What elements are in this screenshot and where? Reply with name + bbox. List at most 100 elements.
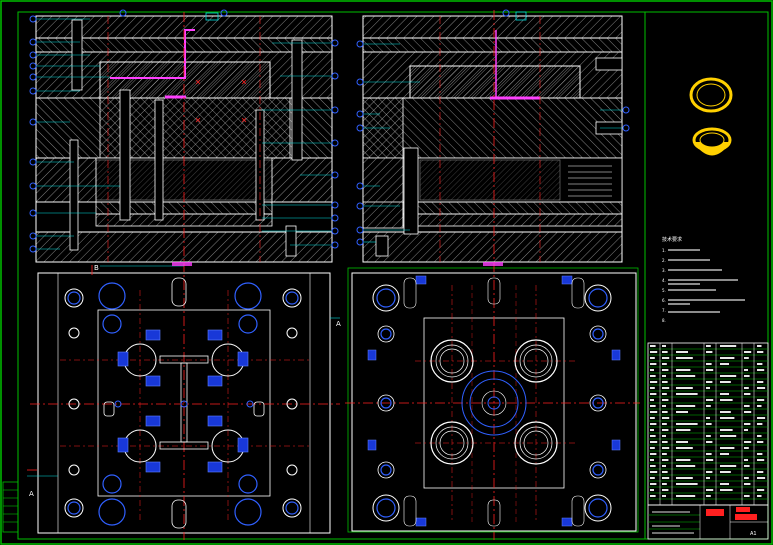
bom-cell-mark (720, 435, 737, 437)
bom-cell-mark (650, 471, 658, 473)
bom-cell-mark (757, 471, 764, 473)
bom-cell-mark (650, 447, 655, 449)
bom-cell-mark (662, 345, 666, 347)
bom-cell-mark (650, 429, 654, 431)
bom-cell-mark (662, 453, 667, 455)
bom-cell-mark (676, 423, 698, 425)
bom-cell-mark (706, 345, 711, 347)
bom-cell-mark (662, 417, 670, 419)
bom-cell-mark (744, 459, 748, 461)
bom-cell-mark (650, 423, 657, 425)
note-1: 1. (662, 248, 666, 253)
bom-cell-mark (720, 411, 731, 413)
bom-cell-mark (676, 447, 693, 449)
bom-cell-mark (662, 387, 670, 389)
bom-cell-mark (650, 405, 656, 407)
bom-cell-mark (662, 459, 669, 461)
bom-cell-mark (650, 417, 655, 419)
bom-cell-mark (676, 357, 693, 359)
bom-cell-mark (676, 375, 696, 377)
side-section-view (356, 9, 630, 265)
bom-cell-mark (650, 387, 655, 389)
bom-cell-mark (676, 405, 696, 407)
bom-cell-mark (650, 399, 654, 401)
bom-cell-mark (744, 429, 748, 431)
bom-cell-mark (706, 363, 712, 365)
bom-cell-mark (662, 399, 669, 401)
bom-cell-mark (757, 453, 763, 455)
bom-cell-mark (757, 435, 762, 437)
bom-cell-mark (662, 429, 669, 431)
bom-cell-mark (662, 411, 668, 413)
bom-cell-mark (706, 495, 711, 497)
bom-cell-mark (720, 399, 733, 401)
title-block: A1 (647, 504, 769, 540)
bom-cell-mark (676, 387, 693, 389)
bom-cell-mark (676, 441, 688, 443)
note-7: 7. (662, 308, 666, 313)
bom-cell-mark (720, 447, 735, 449)
bom-cell-mark (744, 483, 751, 485)
bom-cell-mark (662, 357, 670, 359)
bom-cell-mark (676, 393, 698, 395)
bom-cell-mark (757, 351, 764, 353)
bom-cell-mark (706, 387, 710, 389)
bom-cell-mark (706, 399, 714, 401)
bom-cell-mark (706, 477, 710, 479)
bom-cell-mark (650, 369, 654, 371)
technical-notes: 技术要求 1. 2. 3. 4. 5. 6. 7. 8. (662, 236, 745, 323)
bom-cell-mark (676, 369, 691, 371)
bom-cell-mark (706, 489, 714, 491)
bom-cell-mark (744, 441, 752, 443)
bom-cell-mark (662, 381, 668, 383)
bom-cell-mark (744, 387, 749, 389)
bom-cell-mark (650, 441, 658, 443)
bom-cell-mark (662, 375, 666, 377)
bom-cell-mark (744, 375, 750, 377)
bom-cell-mark (662, 441, 668, 443)
bom-cell-mark (676, 459, 691, 461)
section-marker-a-left: A (29, 490, 34, 498)
bom-cell-mark (744, 411, 752, 413)
bom-cell-mark (676, 495, 696, 497)
bom-cell-mark (662, 489, 669, 491)
bom-cell-mark (706, 381, 713, 383)
bom-cell-mark (650, 351, 658, 353)
bom-cell-mark (650, 453, 657, 455)
bom-cell-mark (662, 495, 666, 497)
parts-list-table (647, 342, 769, 506)
bom-cell-mark (650, 465, 656, 467)
bom-cell-mark (706, 453, 712, 455)
bom-cell-mark (720, 375, 737, 377)
bom-cell-mark (650, 411, 658, 413)
bom-cell-mark (706, 435, 711, 437)
bom-cell-mark (757, 381, 764, 383)
bom-cell-mark (662, 435, 666, 437)
bom-cell-mark (757, 495, 762, 497)
bom-cell-mark (676, 483, 698, 485)
bom-cell-mark (650, 393, 657, 395)
bom-cell-mark (650, 345, 656, 347)
bom-cell-mark (744, 357, 749, 359)
bom-cell-mark (662, 471, 668, 473)
bom-cell-mark (706, 471, 713, 473)
bom-cell-mark (744, 447, 749, 449)
bom-cell-mark (676, 429, 691, 431)
sheet-size: A1 (750, 531, 757, 537)
bom-cell-mark (706, 423, 712, 425)
bom-cell-mark (720, 417, 735, 419)
bom-cell-mark (720, 489, 733, 491)
bom-cell-mark (650, 381, 658, 383)
bom-cell-mark (757, 387, 766, 389)
bom-cell-mark (744, 351, 752, 353)
bom-cell-mark (720, 453, 729, 455)
bom-cell-mark (706, 459, 714, 461)
bom-cell-mark (662, 363, 667, 365)
bom-cell-mark (757, 477, 766, 479)
bom-cell-mark (757, 489, 765, 491)
bom-cell-mark (706, 351, 713, 353)
product-part-views (689, 77, 733, 156)
